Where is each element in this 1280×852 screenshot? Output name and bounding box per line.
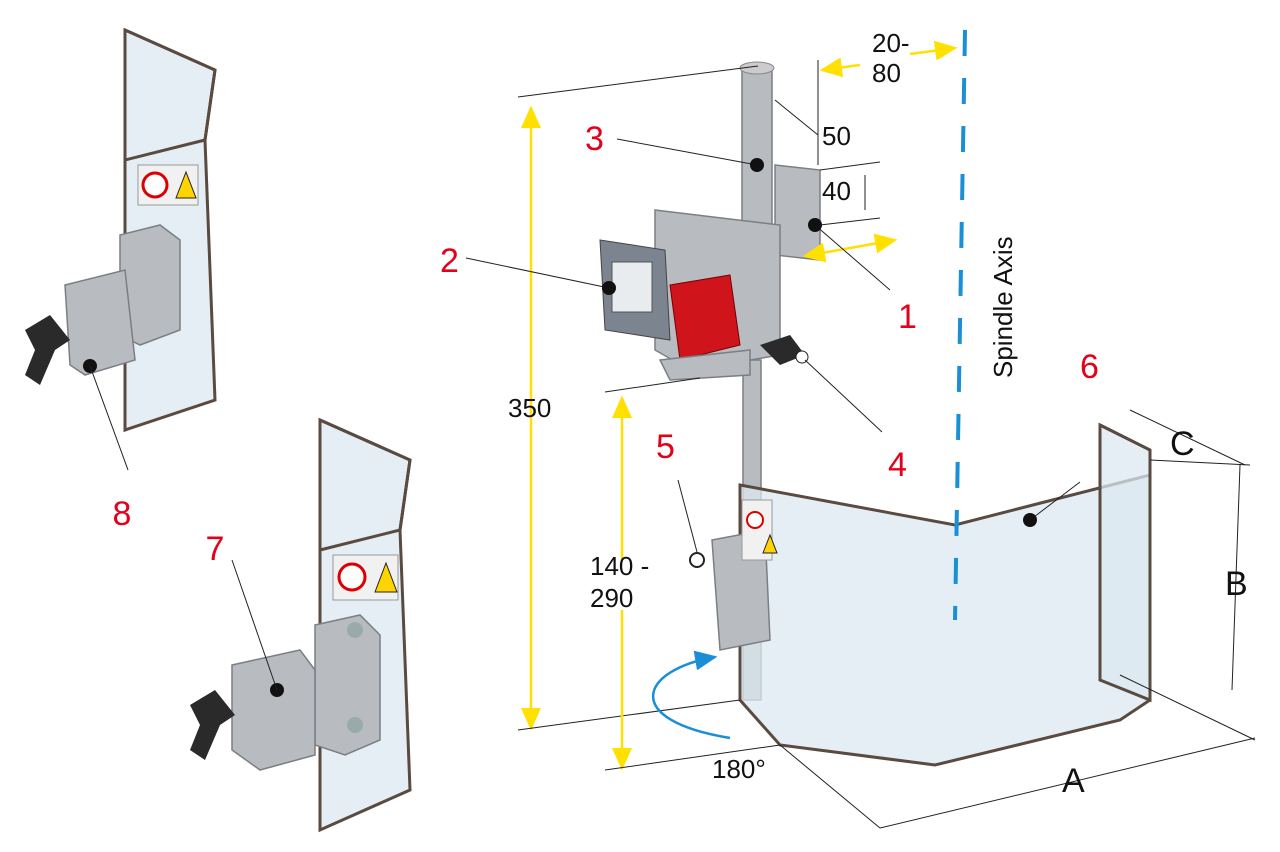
warning-icon <box>762 533 778 554</box>
rotation-arrow-icon <box>651 650 731 740</box>
dim-offset-2: 80 <box>872 58 901 88</box>
callout-8: 8 <box>113 495 132 533</box>
spindle-axis-line <box>953 29 967 621</box>
prohibition-icon <box>141 171 169 199</box>
callout-5: 5 <box>656 428 675 466</box>
dim-A: A <box>1062 762 1085 800</box>
dim-rotation: 180° <box>712 754 766 784</box>
main-assembly <box>599 61 1152 767</box>
bracket <box>774 164 821 261</box>
callout-6: 6 <box>1080 348 1099 386</box>
dim-350: 350 <box>508 393 551 423</box>
prohibition-icon <box>746 511 764 529</box>
dim-40: 40 <box>822 176 851 206</box>
detail-clamp-7 <box>190 417 412 833</box>
detail-clamp-8 <box>25 27 217 471</box>
dimension-lines <box>517 40 1256 829</box>
dim-50: 50 <box>822 121 851 151</box>
callout-7: 7 <box>206 530 225 568</box>
dim-range-1: 140 - <box>590 551 649 581</box>
warning-icon <box>374 561 398 593</box>
dim-offset: 20- <box>872 28 910 58</box>
knob-icon <box>760 335 805 365</box>
guard-shield <box>738 473 1152 767</box>
callout-4: 4 <box>888 446 907 484</box>
knob-icon <box>190 690 235 760</box>
knob-icon <box>25 315 70 385</box>
prohibition-icon <box>337 562 367 592</box>
dim-B: B <box>1225 565 1248 603</box>
callout-3: 3 <box>585 120 604 158</box>
callout-1: 1 <box>898 298 917 336</box>
callout-2: 2 <box>440 242 459 280</box>
dim-C: C <box>1170 425 1195 463</box>
warning-icon <box>175 170 197 199</box>
dim-range-2: 290 <box>590 583 633 613</box>
spindle-axis-label: Spindle Axis <box>988 236 1018 378</box>
red-housing <box>669 274 741 361</box>
callout-leaders <box>465 138 1081 553</box>
